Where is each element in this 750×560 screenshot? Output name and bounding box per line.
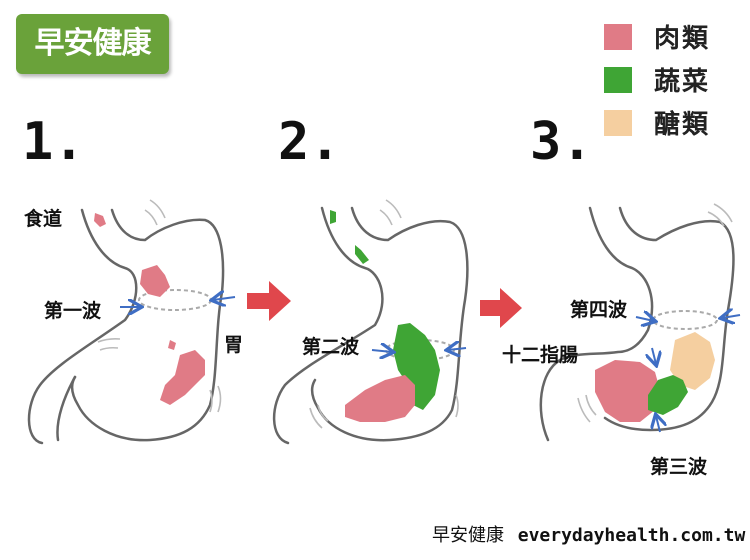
legend-item-carbohydrate: 醣類	[604, 101, 744, 144]
wave-arrow-1b	[213, 297, 236, 300]
wave-arrow-4a	[635, 317, 654, 321]
label-first-wave: 第一波	[44, 300, 102, 322]
label-duodenum: 十二指腸	[502, 344, 579, 366]
stomach-stage-1	[27, 208, 225, 445]
meat-particles-stage-2	[345, 375, 415, 422]
step-number-3: 3.	[530, 112, 593, 172]
stage-arrow-1-to-2	[247, 281, 291, 321]
footer-brand: 早安健康	[432, 525, 504, 546]
footer-url[interactable]: everydayhealth.com.tw	[517, 525, 746, 546]
legend-label: 醣類	[654, 110, 711, 140]
ring-wave-4	[652, 310, 718, 330]
legend-label: 肉類	[654, 24, 711, 54]
wave-arrow-2b	[448, 348, 467, 350]
wave-arrow-3	[656, 416, 660, 433]
legend-swatch-vegetable	[604, 66, 632, 93]
legend-item-meat: 肉類	[604, 15, 744, 58]
stage-arrow-2-to-3	[480, 288, 522, 328]
vegetable-particles-stage-2	[330, 210, 440, 410]
meat-particles-stage-1	[94, 213, 205, 405]
vegetable-particles-stage-3	[648, 375, 688, 415]
meat-particles-stage-3	[595, 360, 660, 422]
food-legend: 肉類 蔬菜 醣類	[604, 15, 744, 144]
label-second-wave: 第二波	[302, 336, 360, 358]
legend-item-vegetable: 蔬菜	[604, 58, 744, 101]
carbohydrate-particles-stage-3	[670, 332, 715, 390]
footer-credit: 早安健康 everydayhealth.com.tw	[432, 521, 745, 547]
label-stomach: 胃	[224, 334, 244, 356]
wave-motion-lines-1	[97, 199, 222, 413]
label-third-wave: 第三波	[650, 456, 708, 478]
wave-motion-lines-2	[309, 199, 459, 429]
label-fourth-wave: 第四波	[570, 299, 628, 321]
legend-swatch-carbohydrate	[604, 109, 632, 136]
wave-arrow-2a	[371, 350, 392, 352]
wave-arrow-4b	[722, 315, 741, 318]
legend-swatch-meat	[604, 23, 632, 50]
brand-logo: 早安健康	[16, 14, 169, 74]
legend-label: 蔬菜	[654, 67, 711, 97]
wave-arrow-duodenum	[652, 347, 656, 364]
step-number-1: 1.	[22, 112, 85, 172]
wave-motion-lines-3	[577, 203, 733, 423]
label-esophagus: 食道	[24, 208, 63, 230]
step-number-2: 2.	[278, 112, 341, 172]
